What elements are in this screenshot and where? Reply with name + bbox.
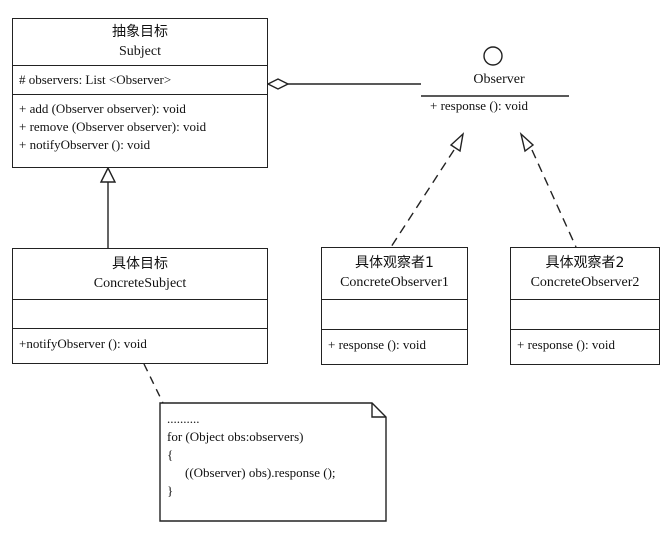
inheritance-arrowhead (99, 166, 117, 183)
subject-title: 抽象目标 Subject (13, 19, 267, 66)
concrete-subject-attributes (13, 300, 267, 329)
concrete-observer1-operations: + response (): void (322, 330, 467, 356)
note-line: .......... (167, 411, 200, 426)
concrete-subject-class-box: 具体目标 ConcreteSubject +notifyObserver ():… (12, 248, 268, 364)
concrete-observer1-title-en: ConcreteObserver1 (340, 275, 449, 290)
subject-operation: + notifyObserver (): void (19, 137, 151, 152)
interface-lollipop (483, 46, 503, 66)
subject-operation: + add (Observer observer): void (19, 101, 186, 116)
concrete-subject-title-en: ConcreteSubject (93, 276, 187, 291)
subject-title-cn: 抽象目标 (112, 24, 168, 40)
concrete-observer1-title: 具体观察者1 ConcreteObserver1 (322, 248, 467, 300)
observer-interface-name: Observer (473, 72, 525, 87)
concrete-subject-operations: +notifyObserver (): void (13, 329, 267, 355)
subject-attributes: # observers: List <Observer> (13, 66, 267, 95)
subject-attribute: # observers: List <Observer> (19, 72, 172, 87)
concrete-observer1-title-cn: 具体观察者1 (355, 255, 434, 271)
note-line: ((Observer) obs).response (); (185, 465, 336, 480)
concrete-subject-operation: +notifyObserver (): void (19, 336, 147, 351)
note-code-text: .......... for (Object obs:observers) { … (167, 410, 336, 500)
subject-operation: + remove (Observer observer): void (19, 119, 207, 134)
note-connector (143, 363, 164, 404)
concrete-observer2-attributes (511, 300, 659, 330)
concrete-observer2-operation: + response (): void (517, 337, 615, 352)
note-shape (159, 402, 387, 522)
subject-operations: + add (Observer observer): void + remove… (13, 95, 267, 156)
concrete-subject-title: 具体目标 ConcreteSubject (13, 249, 267, 300)
code-note: .......... for (Object obs:observers) { … (160, 403, 386, 521)
concrete-observer1-class-box: 具体观察者1 ConcreteObserver1 + response (): … (321, 247, 468, 365)
concrete-observer1-attributes (322, 300, 467, 330)
concrete-observer2-title-cn: 具体观察者2 (545, 255, 625, 271)
realization-line-2 (531, 149, 577, 248)
concrete-observer2-title-en: ConcreteObserver2 (530, 275, 640, 290)
observer-interface-operation: + response (): void (430, 98, 528, 113)
note-line: for (Object obs:observers) (167, 429, 304, 444)
subject-title-en: Subject (119, 44, 161, 59)
realization-line-1 (390, 149, 455, 248)
note-line: { (167, 447, 174, 462)
realization-arrowhead-2 (519, 131, 535, 153)
concrete-observer2-operations: + response (): void (511, 330, 659, 356)
concrete-observer1-operation: + response (): void (328, 337, 426, 352)
concrete-subject-title-cn: 具体目标 (112, 256, 168, 272)
concrete-observer2-title: 具体观察者2 ConcreteObserver2 (511, 248, 659, 300)
note-line: } (167, 483, 174, 498)
concrete-observer2-class-box: 具体观察者2 ConcreteObserver2 + response (): … (510, 247, 660, 365)
subject-class-box: 抽象目标 Subject # observers: List <Observer… (12, 18, 268, 168)
note-fold (371, 403, 386, 418)
aggregation-diamond (266, 78, 290, 90)
realization-arrowhead-1 (449, 132, 465, 153)
